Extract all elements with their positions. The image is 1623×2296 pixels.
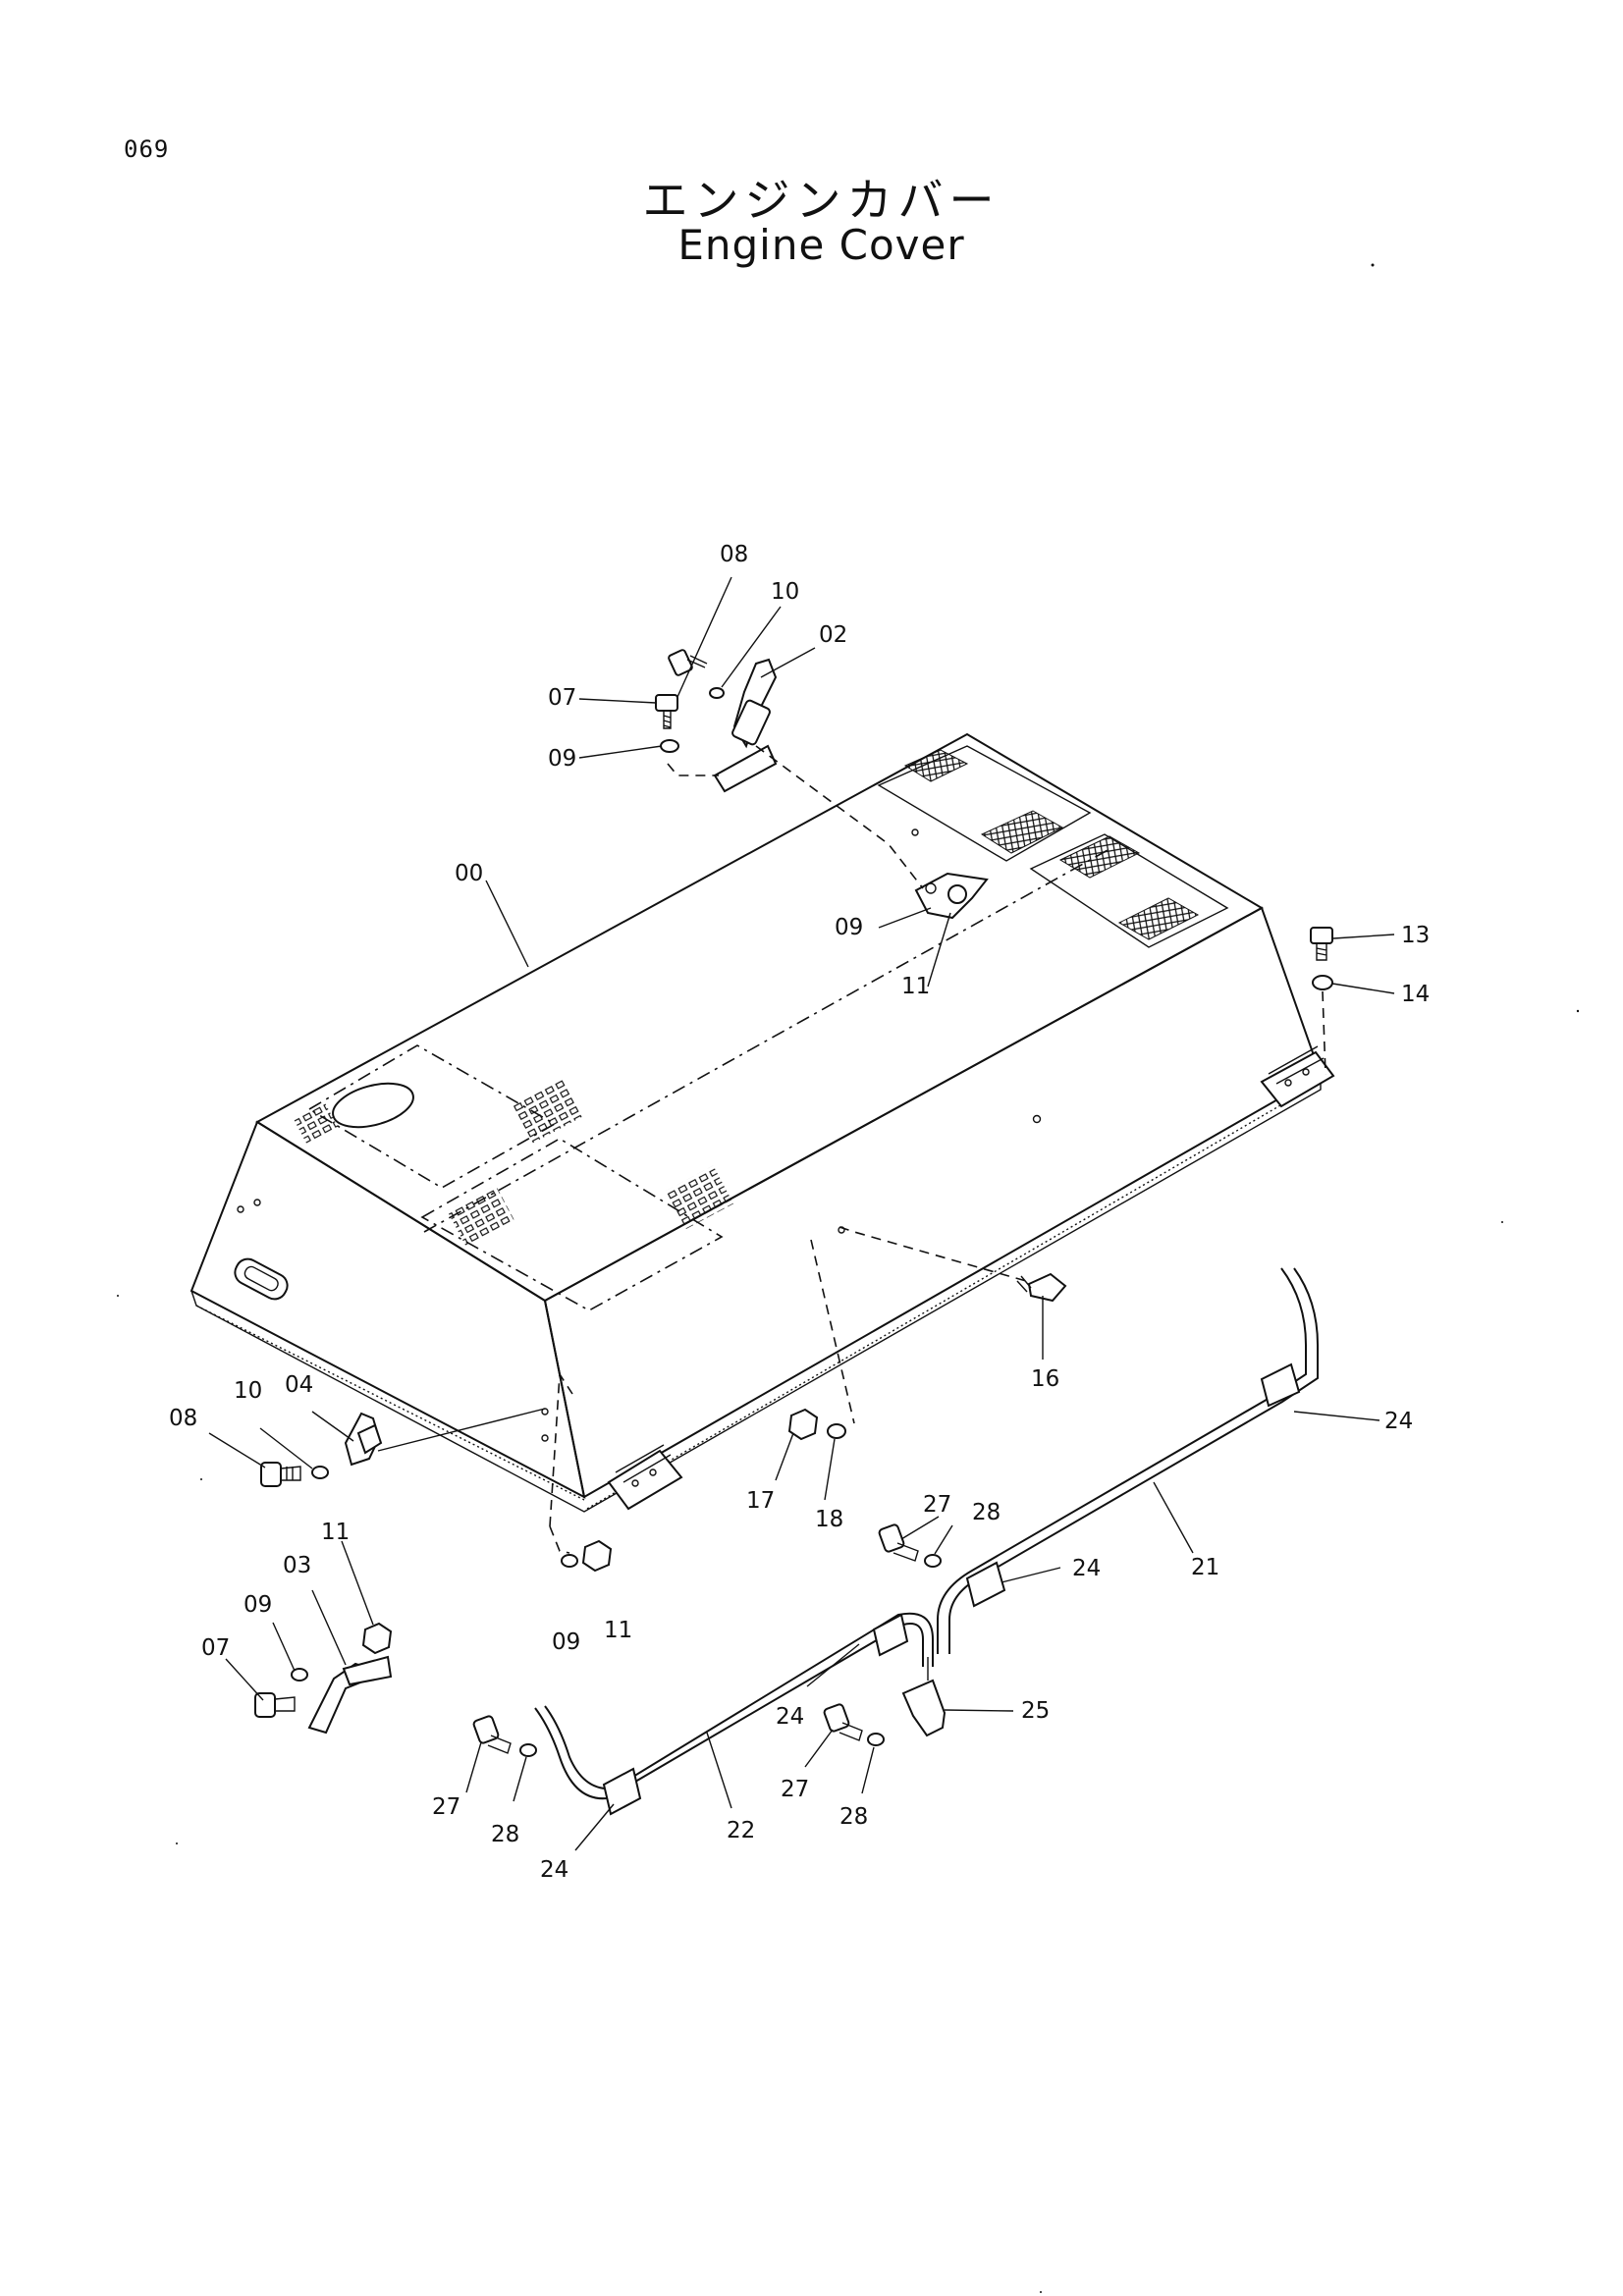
bolt-icon [1310,927,1333,961]
page-number: 069 [124,135,170,163]
callout-27-mid: 27 [781,1777,809,1802]
callout-09-left: 09 [243,1592,272,1618]
callout-09-receiver: 09 [835,915,863,940]
leader-lines [208,576,1395,1851]
callout-24-mid: 24 [1072,1556,1101,1581]
callout-14: 14 [1401,982,1430,1007]
nut-icon [581,1539,613,1573]
washer-icon [924,1554,942,1568]
callout-09-top: 09 [548,746,576,772]
washer-icon [519,1743,537,1757]
callout-21: 21 [1191,1555,1219,1580]
hinge-icon [607,1444,683,1511]
bracket-icon [602,1767,642,1816]
callout-27-left: 27 [432,1794,460,1820]
callout-27-right: 27 [923,1492,951,1518]
callout-11-bottom: 11 [604,1618,632,1643]
latch-icon [344,1412,383,1467]
callout-00: 00 [455,861,483,886]
callout-18: 18 [815,1507,843,1532]
callout-25: 25 [1021,1698,1050,1724]
washer-icon [1312,975,1333,990]
washer-icon [311,1466,329,1479]
bracket-icon [1260,1362,1301,1408]
callout-03: 03 [283,1553,311,1578]
bracket-icon [872,1613,909,1657]
callout-02: 02 [819,622,847,648]
callout-08-left: 08 [169,1406,197,1431]
nut-icon [361,1622,393,1655]
callout-04: 04 [285,1372,313,1398]
callout-13: 13 [1401,923,1430,948]
callout-28-left: 28 [491,1822,519,1847]
callout-09-bottom: 09 [552,1629,580,1655]
hinge-icon [1260,1045,1335,1108]
bolt-icon [668,649,708,676]
bracket-icon [965,1561,1006,1608]
callout-10-top: 10 [771,579,799,605]
title-english: Engine Cover [677,221,965,269]
bolt-icon [472,1715,512,1754]
washer-icon [291,1668,308,1682]
callout-10-left: 10 [234,1378,262,1404]
latch-icon [307,1655,393,1735]
washer-icon [561,1554,578,1568]
washer-icon [660,739,679,753]
callout-24-lower: 24 [776,1704,804,1730]
callout-28-right: 28 [972,1500,1001,1525]
callout-labels: 08 10 02 07 09 00 09 11 13 14 16 24 08 1… [169,542,1430,1883]
callout-07-left: 07 [201,1635,230,1661]
callout-08-top: 08 [720,542,748,567]
bolt-icon [260,1462,301,1487]
callout-22: 22 [727,1818,755,1843]
callout-24-left: 24 [540,1857,568,1883]
stay-rod-icon [534,1612,934,1800]
callout-07-top: 07 [548,685,576,711]
callout-16: 16 [1031,1366,1059,1392]
engine-cover-body [189,732,1323,1513]
nut-icon [787,1408,819,1441]
callout-11-left: 11 [321,1520,350,1545]
bolt-icon [254,1692,296,1718]
bolt-icon [655,694,678,729]
callout-24-right: 24 [1384,1409,1413,1434]
bolt-icon [823,1703,863,1741]
title-japanese: エンジンカバー [642,174,1001,227]
callout-11-receiver: 11 [901,974,930,999]
bolt-icon [878,1523,919,1562]
washer-icon [709,687,725,699]
bolt-icon [1016,1272,1067,1303]
callout-28-mid: 28 [839,1804,868,1830]
bracket-icon [901,1679,947,1737]
washer-icon [827,1423,846,1439]
callout-17: 17 [746,1488,775,1514]
latch-icon [713,658,778,793]
scan-specks [117,263,1580,2293]
washer-icon [867,1733,885,1746]
